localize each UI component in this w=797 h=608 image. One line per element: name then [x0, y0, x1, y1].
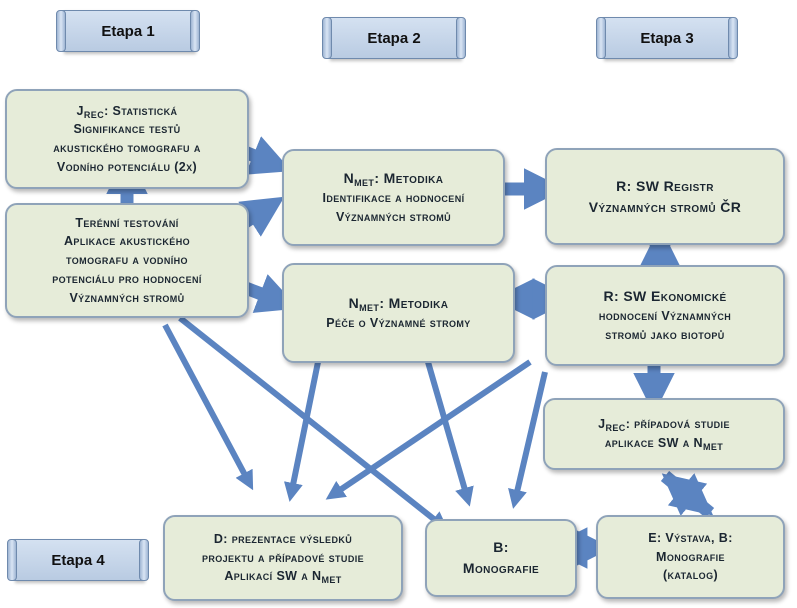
nmet-ident-line-2: Identifikace a hodnocení: [322, 191, 465, 206]
d-line-3: Aplikací SW a N: [224, 569, 322, 584]
jrec-statistical-box: JREC: Statistická Signifikance testů aku…: [5, 89, 249, 189]
r-econ-line-1: R: SW Ekonomické: [603, 288, 727, 305]
jrec-letter: J: [76, 103, 84, 118]
d-line-2: projektu a případové studie: [201, 550, 365, 565]
e-line-2: Monografie: [656, 549, 725, 564]
stage-1-label: Etapa 1: [56, 10, 200, 52]
arrow-nmet-care-to-d: [283, 361, 321, 502]
nmet-subscript: MET: [354, 178, 375, 189]
field-line-1: Terénní testování: [75, 215, 179, 230]
field-line-5: Významných stromů: [69, 290, 185, 305]
nmet-care-letter: N: [348, 295, 360, 312]
nmet-ident-line-1: : Metodika: [374, 170, 444, 187]
jrec-case-line-2: aplikace SW a N: [604, 436, 703, 450]
stage-2-label: Etapa 2: [322, 17, 466, 59]
jrec-stat-line-2: Signifikance testů: [73, 122, 181, 137]
jrec-stat-line-1: : Statistická: [104, 103, 178, 118]
r-economic-box: R: SW Ekonomické hodnocení Významných st…: [545, 265, 785, 366]
d-presentation-box: D: prezentace výsledků projektu a případ…: [163, 515, 403, 601]
d-tail-subscript: MET: [321, 575, 342, 586]
jrec-case-subscript: REC: [605, 423, 626, 434]
jrec-case-study-box: JREC: případová studie aplikace SW a NME…: [543, 398, 785, 470]
e-line-3: (katalog): [662, 568, 719, 583]
arrow-jrec-case-e-expo: [660, 470, 715, 519]
b-line-1: B:: [493, 539, 509, 555]
r-registry-box: R: SW Registr Významných stromů ČR: [545, 148, 785, 245]
field-testing-box: Terénní testování Aplikace akustického t…: [5, 203, 249, 318]
r-registry-line-1: R: SW Registr: [616, 177, 714, 194]
nmet-care-line-1: : Metodika: [379, 295, 449, 312]
nmet-care-box: NMET: Metodika Péče o Významné stromy: [282, 263, 515, 363]
jrec-stat-line-3: akustického tomografu a: [53, 141, 201, 155]
nmet-care-line-2: Péče o Významné stromy: [326, 316, 471, 331]
field-line-2: Aplikace akustického: [63, 234, 190, 249]
d-line-1: D: prezentace výsledků: [213, 531, 353, 546]
r-econ-line-3: stromů jako biotopů: [605, 328, 725, 342]
arrow-r-econ-to-b: [508, 371, 548, 509]
arrow-r-econ-to-d: [325, 359, 532, 500]
stage-4-label: Etapa 4: [7, 539, 149, 581]
r-econ-line-2: hodnocení Významných: [598, 309, 732, 324]
nmet-ident-line-3: Významných stromů: [335, 210, 452, 224]
jrec-case-letter: J: [598, 417, 606, 432]
b-line-2: Monografie: [462, 560, 540, 576]
jrec-subscript: REC: [83, 109, 105, 120]
e-exhibition-box: E: Výstava, B: Monografie (katalog): [596, 515, 785, 599]
jrec-case-line-1: : případová studie: [625, 417, 730, 432]
nmet-care-subscript: MET: [359, 303, 380, 314]
jrec-case-tail-subscript: MET: [702, 442, 724, 452]
nmet-letter: N: [343, 170, 355, 187]
b-monograph-box: B: Monografie: [425, 519, 577, 597]
arrow-nmet-care-to-b: [425, 361, 474, 507]
jrec-stat-line-4: Vodního potenciálu (2x): [56, 159, 198, 174]
arrow-field-to-d-1: [162, 323, 254, 491]
nmet-identification-box: NMET: Metodika Identifikace a hodnocení …: [282, 149, 505, 246]
r-registry-line-2: Významných stromů ČR: [588, 198, 742, 215]
stage-3-label: Etapa 3: [596, 17, 738, 59]
e-line-1: E: Výstava, B:: [648, 530, 733, 545]
field-line-3: tomografu a vodního: [66, 253, 188, 268]
field-line-4: potenciálu pro hodnocení: [52, 271, 202, 286]
